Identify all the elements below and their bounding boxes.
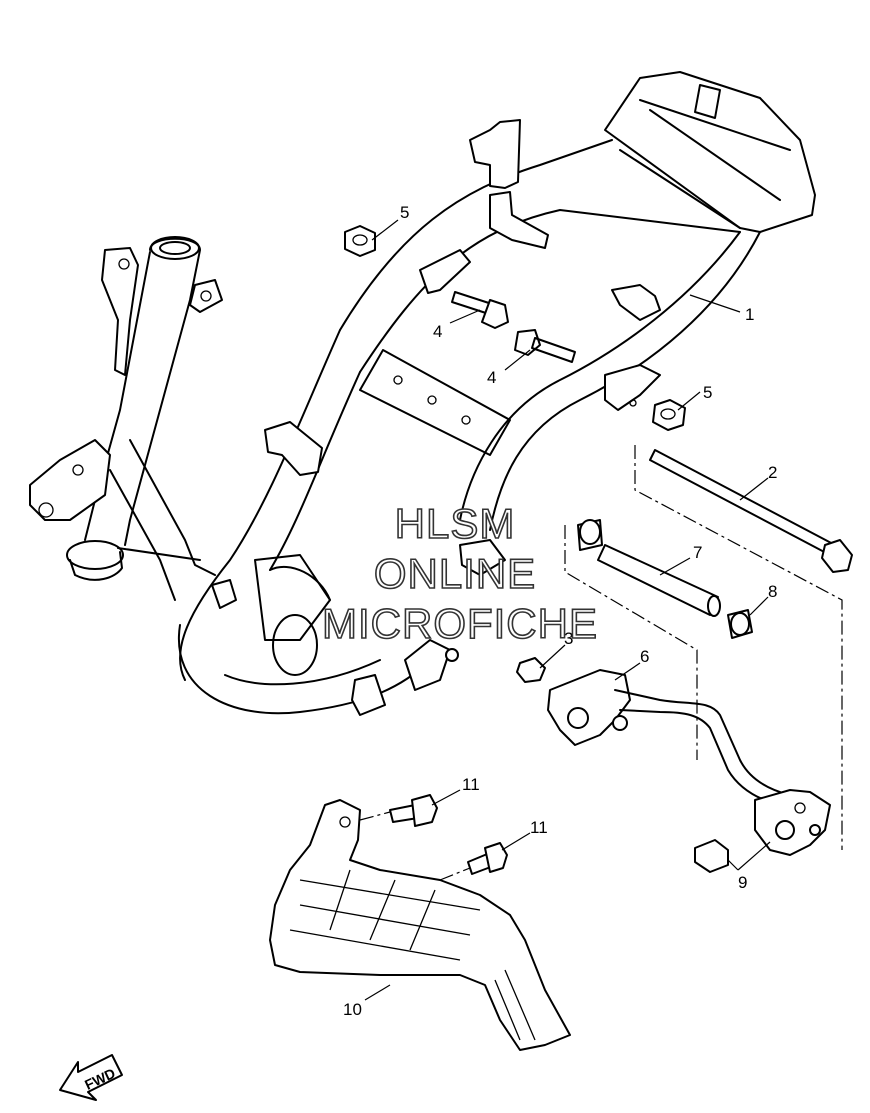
flange-bolt-4-lower: [514, 329, 576, 363]
flange-nut-5-upper: [344, 225, 376, 257]
callout-4-lower: 4: [487, 368, 496, 387]
bolt-11-lower: [467, 842, 508, 875]
assembly-lines: [359, 445, 843, 881]
callout-6: 6: [640, 647, 649, 666]
fwd-arrow-icon: FWD: [59, 1054, 123, 1101]
pipe-7: [597, 544, 721, 617]
steering-head: [29, 236, 223, 601]
watermark-line-3: MICROFICHE: [322, 600, 598, 647]
callout-1: 1: [745, 305, 754, 324]
damper-9: [694, 839, 729, 873]
collar-8: [727, 609, 753, 639]
engine-bracket-6: [516, 657, 831, 856]
callout-4-upper: 4: [433, 322, 442, 341]
callout-9: 9: [738, 873, 747, 892]
flange-nut-5-lower: [629, 399, 686, 431]
callout-11-upper: 11: [462, 775, 480, 794]
callout-2: 2: [768, 463, 777, 482]
collar-left: [577, 519, 603, 551]
callout-labels: 5 1 4 4 5 2 7 8 3 6 9 10 11 11: [343, 203, 777, 1019]
watermark-line-1: HLSM: [395, 500, 516, 547]
callout-3: 3: [564, 629, 573, 648]
pivot-shaft-2: [649, 449, 853, 573]
flange-bolt-4-upper: [451, 291, 509, 329]
callout-11-lower: 11: [530, 818, 548, 837]
watermark-line-2: ONLINE: [374, 550, 536, 597]
bolt-11-upper: [389, 794, 438, 827]
callout-7: 7: [693, 543, 702, 562]
callout-10: 10: [343, 1000, 362, 1019]
callout-5-upper: 5: [400, 203, 409, 222]
leader-lines: [364, 219, 771, 1001]
watermark: HLSM ONLINE MICROFICHE: [321, 499, 598, 648]
guard-10: [269, 799, 571, 1051]
callout-5-lower: 5: [703, 383, 712, 402]
callout-8: 8: [768, 582, 777, 601]
frame-part-1: [177, 71, 816, 716]
